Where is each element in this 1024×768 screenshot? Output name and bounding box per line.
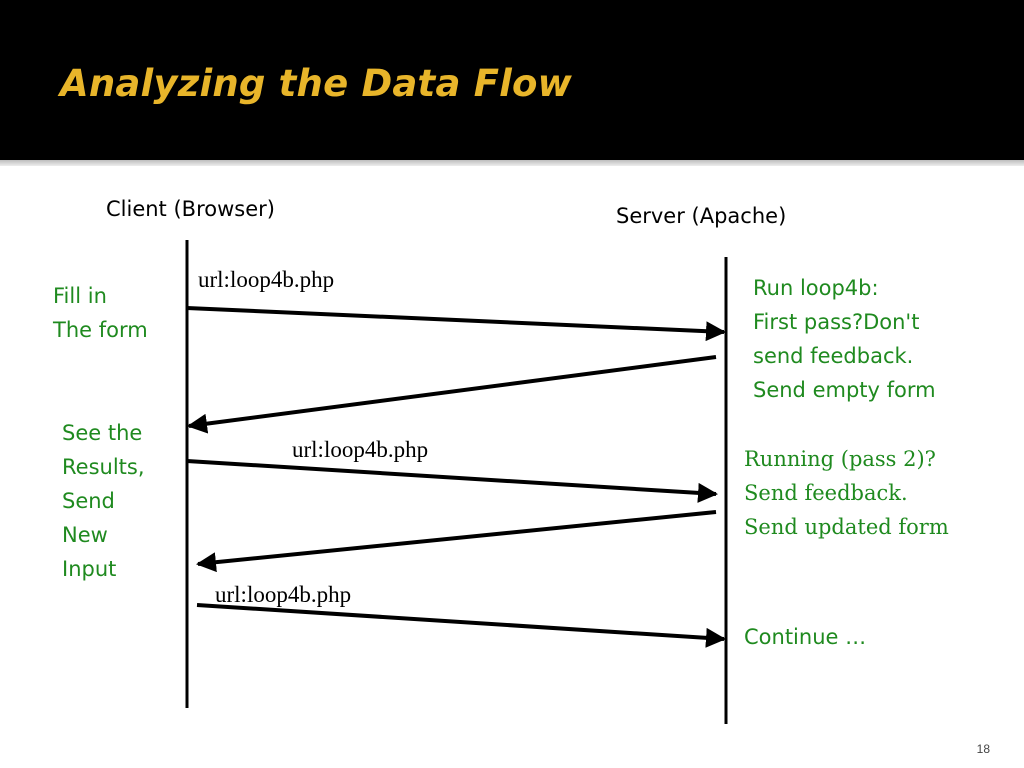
response-arrow-2: [196, 510, 717, 573]
client-note-line: Fill in: [53, 284, 107, 308]
server-note-line: First pass?Don't: [753, 310, 920, 334]
client-lifeline-label: Client (Browser): [106, 197, 275, 221]
request-label-1: url:loop4b.php: [198, 267, 335, 292]
header-divider: [0, 160, 1024, 166]
client-note-line: New: [62, 523, 108, 547]
header-bar: [0, 0, 1024, 160]
slide-title: Analyzing the Data Flow: [60, 62, 573, 105]
request-label-3: url:loop4b.php: [215, 582, 352, 607]
server-note-line: Continue …: [744, 625, 867, 649]
server-note-line: send feedback.: [753, 344, 914, 368]
page-number: 18: [976, 742, 990, 756]
server-note-line: Run loop4b:: [753, 276, 879, 300]
server-note-continue: Continue …: [744, 620, 866, 654]
request-arrow-2: [186, 459, 718, 503]
server-note-line: Send updated form: [744, 515, 949, 539]
server-note-pass-2: Running (pass 2)? Send feedback. Send up…: [744, 442, 949, 544]
server-lifeline-label: Server (Apache): [616, 204, 787, 228]
server-note-line: Running (pass 2)?: [744, 447, 936, 471]
client-note-line: The form: [53, 318, 148, 342]
client-note-see-results: See the Results, Send New Input: [62, 416, 145, 586]
request-label-2: url:loop4b.php: [292, 437, 429, 462]
server-note-run-loop: Run loop4b: First pass?Don't send feedba…: [753, 271, 936, 407]
response-arrow-1: [187, 355, 717, 434]
client-note-line: See the: [62, 421, 143, 445]
client-note-line: Results,: [62, 455, 145, 479]
client-note-line: Send: [62, 489, 115, 513]
request-arrow-3: [196, 603, 726, 648]
client-note-line: Input: [62, 557, 117, 581]
server-note-line: Send empty form: [753, 378, 936, 402]
request-arrow-1: [186, 306, 726, 342]
client-note-fill-form: Fill in The form: [53, 279, 148, 347]
server-note-line: Send feedback.: [744, 481, 908, 505]
